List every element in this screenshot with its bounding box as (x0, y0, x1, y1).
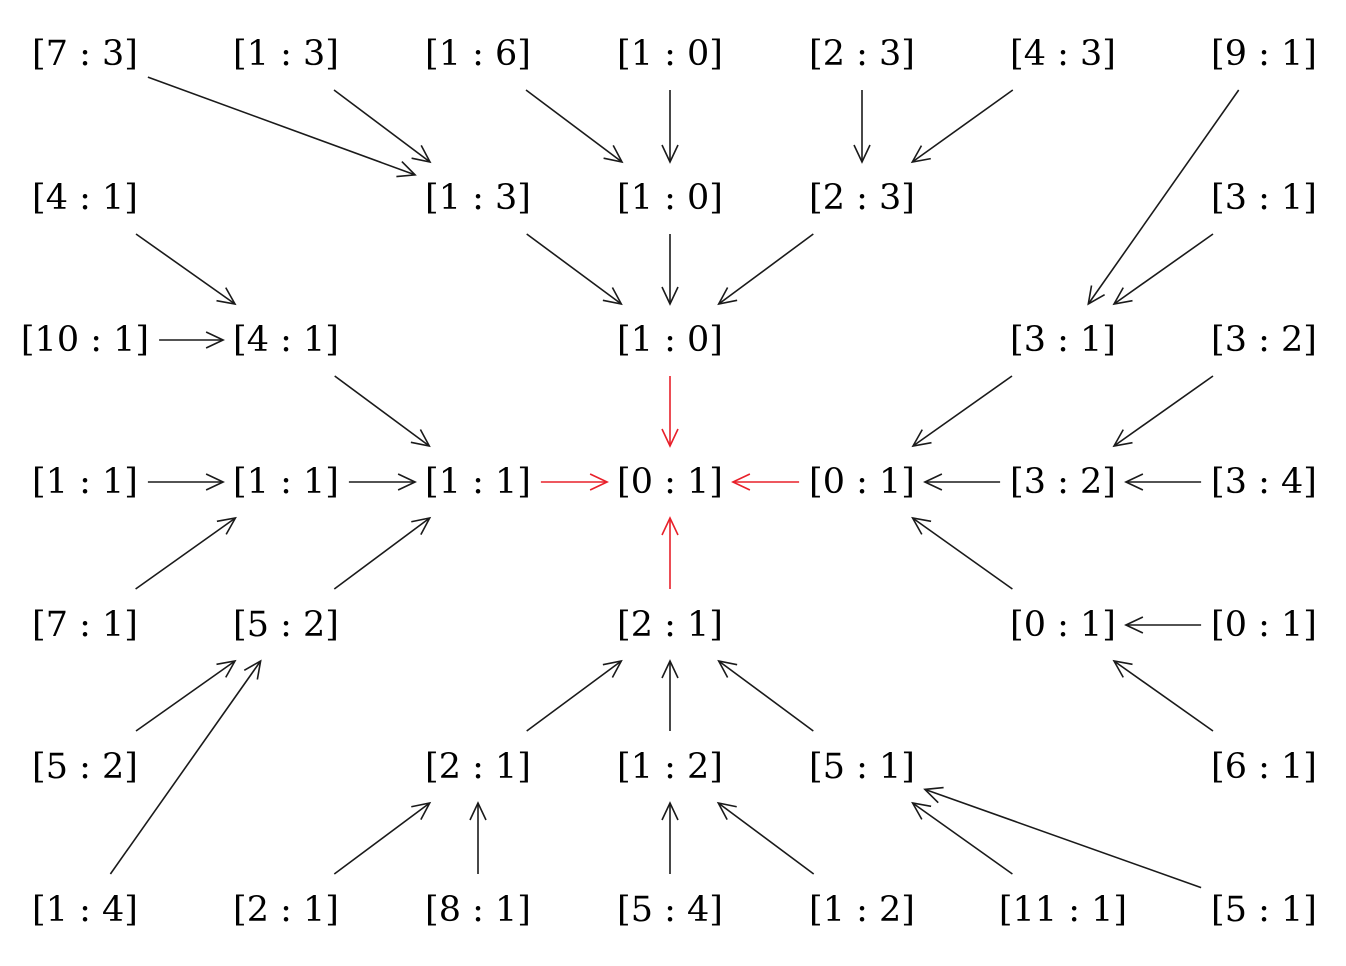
node-label: [11 : 1] (999, 890, 1127, 930)
node-label: [3 : 4] (1211, 462, 1317, 502)
node-label: [5 : 1] (809, 747, 915, 787)
edge-arrow (1087, 89, 1240, 306)
node-label: [1 : 2] (809, 890, 915, 930)
edge-arrow (333, 89, 432, 164)
node-label: [1 : 0] (617, 320, 723, 360)
node-label: [3 : 2] (1211, 320, 1317, 360)
node-label: [1 : 3] (425, 178, 531, 218)
edge-arrow (1112, 659, 1214, 732)
node-label: [2 : 1] (233, 890, 339, 930)
edge-arrow (525, 89, 624, 164)
node-label: [4 : 3] (1010, 34, 1116, 74)
node-label: [5 : 2] (32, 747, 138, 787)
node-label: [3 : 1] (1010, 320, 1116, 360)
edge-arrow (910, 89, 1014, 164)
node-label: [5 : 2] (233, 605, 339, 645)
edge-arrow (135, 233, 237, 306)
edge-arrow (333, 516, 432, 590)
node-label: [2 : 1] (617, 605, 723, 645)
node-label: [2 : 3] (809, 178, 915, 218)
node-label: [1 : 3] (233, 34, 339, 74)
node-label: [0 : 1] (809, 462, 915, 502)
node-label: [0 : 1] (617, 462, 723, 502)
edge-arrow (526, 233, 623, 306)
edge-arrow (911, 375, 1013, 448)
node-label: [4 : 1] (32, 178, 138, 218)
edge-arrow (147, 76, 417, 178)
node-label: [0 : 1] (1211, 605, 1317, 645)
edge-arrow (716, 801, 815, 875)
edge-arrow (923, 786, 1202, 889)
edge-arrow (717, 659, 814, 732)
edge-arrow (1112, 375, 1214, 448)
edge-arrow (135, 516, 237, 590)
edge-arrow (334, 375, 431, 448)
node-layer: [7 : 3] [1 : 3] [1 : 6] [1 : 0] [2 : 3] [4 : … (21, 34, 1317, 930)
edge-arrow (911, 801, 1013, 875)
edge-arrow (109, 659, 262, 875)
node-label: [7 : 1] (32, 605, 138, 645)
node-label: [1 : 2] (617, 747, 723, 787)
node-label: [5 : 1] (1211, 890, 1317, 930)
node-label: [1 : 4] (32, 890, 138, 930)
node-label: [1 : 1] (32, 462, 138, 502)
node-label: [1 : 0] (617, 34, 723, 74)
node-label: [9 : 1] (1211, 34, 1317, 74)
node-label: [3 : 1] (1211, 178, 1317, 218)
edge-arrow (135, 659, 237, 732)
node-label: [7 : 3] (32, 34, 138, 74)
node-label: [0 : 1] (1010, 605, 1116, 645)
node-label: [10 : 1] (21, 320, 149, 360)
edge-layer (109, 76, 1240, 889)
node-label: [8 : 1] (425, 890, 531, 930)
node-label: [5 : 4] (617, 890, 723, 930)
node-label: [2 : 1] (425, 747, 531, 787)
edge-arrow (526, 659, 623, 732)
node-label: [1 : 0] (617, 178, 723, 218)
edge-arrow (911, 516, 1013, 590)
node-label: [1 : 1] (233, 462, 339, 502)
node-label: [4 : 1] (233, 320, 339, 360)
node-label: [1 : 1] (425, 462, 531, 502)
edge-arrow (717, 233, 814, 306)
node-label: [1 : 6] (425, 34, 531, 74)
edge-arrow (1112, 233, 1214, 306)
node-label: [6 : 1] (1211, 747, 1317, 787)
edge-arrow (333, 801, 432, 875)
node-label: [2 : 3] (809, 34, 915, 74)
node-label: [3 : 2] (1010, 462, 1116, 502)
